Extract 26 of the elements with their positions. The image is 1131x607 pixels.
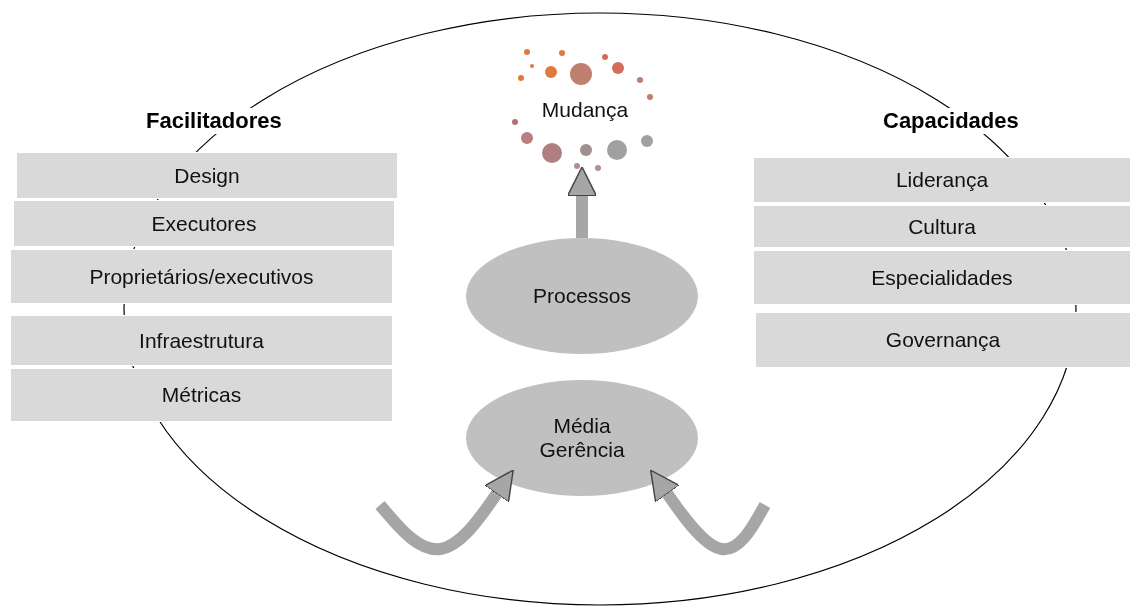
node-label: Executores (151, 211, 257, 236)
node-label: Mudança (541, 98, 629, 122)
arrow (566, 166, 598, 238)
node-label: Especialidades (871, 265, 1013, 290)
node-label: Média Gerência (538, 414, 626, 462)
category-box (753, 205, 1131, 248)
node-label: Cultura (908, 214, 976, 239)
node-label: Processos (532, 284, 631, 308)
category-box (753, 250, 1131, 305)
node-label: Infraestrutura (139, 328, 264, 353)
category-box (755, 312, 1131, 368)
category-box (10, 315, 393, 366)
arrow (375, 469, 514, 556)
node-label: Liderança (895, 168, 989, 192)
category-box (13, 200, 395, 247)
node-label: Design (174, 163, 240, 188)
process-ellipse (466, 380, 698, 496)
category-box (16, 152, 398, 199)
category-box (10, 249, 393, 304)
node-label: Governança (885, 328, 1001, 352)
category-box (10, 368, 393, 422)
category-box (753, 157, 1131, 203)
process-ellipse (466, 238, 698, 354)
node-label: Métricas (161, 383, 242, 407)
arrow (649, 469, 771, 556)
node-label: Proprietários/executivos (89, 264, 314, 289)
